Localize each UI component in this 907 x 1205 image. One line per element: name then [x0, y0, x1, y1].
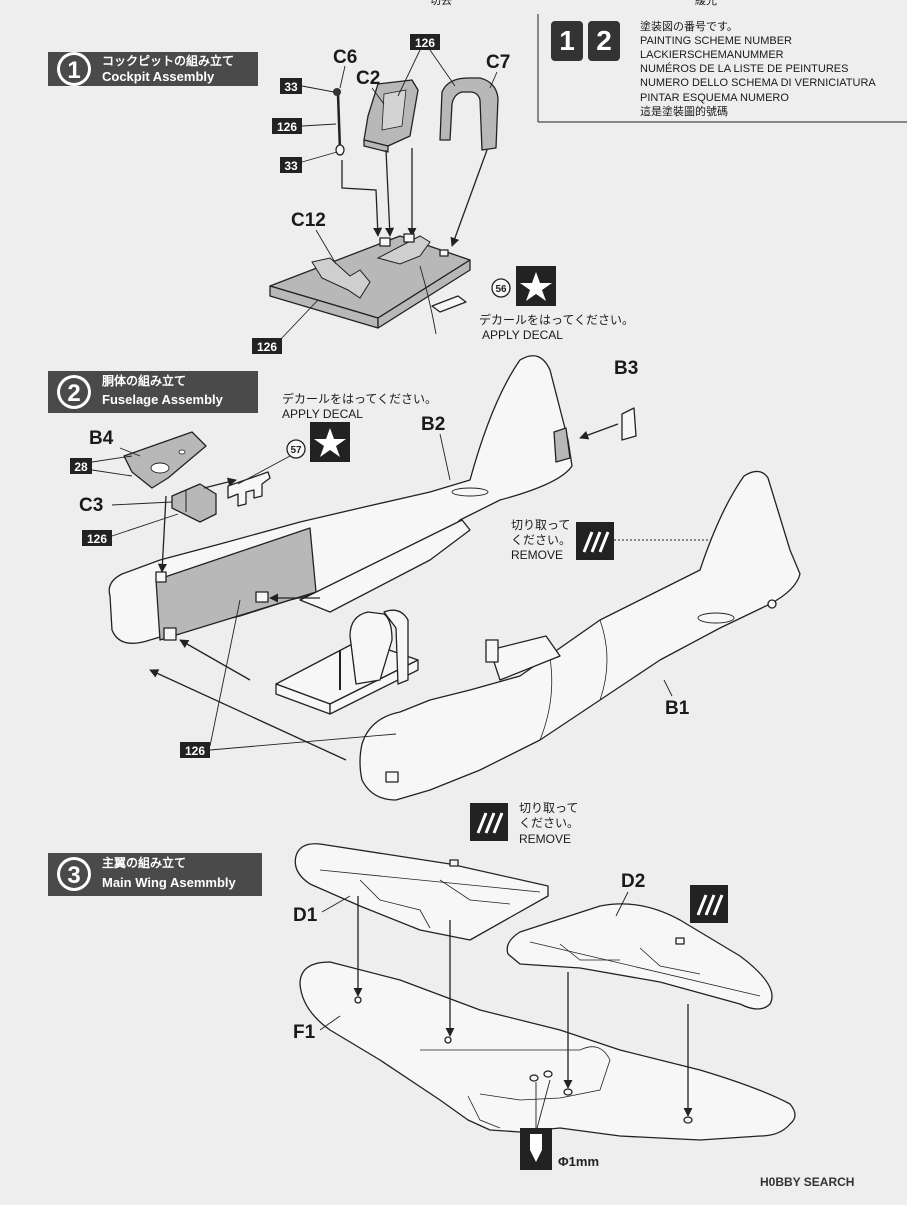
apply-decal-ja-1: デカールをはってください。 [479, 312, 634, 327]
legend-line-fr: NUMÉROS DE LA LISTE DE PEINTURES [640, 62, 848, 75]
step-1-diagram: C6 33 126 33 C2 C7 126 [252, 34, 634, 354]
top-fragment-right: 緩光 [695, 0, 717, 7]
legend-line-en: PAINTING SCHEME NUMBER [640, 35, 792, 47]
remove-en-2: REMOVE [519, 832, 571, 846]
part-c7-armor [439, 77, 499, 151]
part-label-c3: C3 [79, 495, 103, 516]
part-d1-wing-left [294, 843, 549, 941]
remove-ja-b-2: ください。 [519, 816, 579, 830]
decal-56-number: 56 [495, 284, 507, 295]
paint-chip-33-top: 33 [284, 80, 298, 94]
top-fragment-left: 切去 [430, 0, 452, 7]
part-b1-fuselage-right [359, 470, 801, 801]
legend-line-it: NUMERO DELLO SCHEMA DI VERNICIATURA [640, 77, 876, 89]
paint-chip-126-c3: 126 [87, 532, 107, 546]
part-b2-fuselage-left [108, 355, 573, 644]
legend-line-es: PINTAR ESQUEMA NUMERO [640, 92, 789, 104]
part-c6-lever [333, 88, 345, 156]
part-label-b4: B4 [89, 428, 114, 449]
part-label-b1: B1 [665, 698, 690, 719]
step-3-number: 3 [67, 862, 80, 889]
part-label-f1: F1 [293, 1022, 316, 1043]
scheme-1-icon: 1 [559, 25, 575, 56]
remove-en-1: REMOVE [511, 548, 563, 562]
step-1-title-ja: コックピットの組み立て [102, 53, 234, 68]
step-2-title-ja: 胴体の組み立て [102, 373, 186, 388]
part-c3-bracket [171, 483, 217, 523]
paint-chip-126-lever: 126 [277, 120, 297, 134]
step-3-diagram: 切り取って ください。 REMOVE D1 D2 [293, 801, 796, 1170]
remove-ja-a-2: 切り取って [519, 801, 578, 815]
part-b3-rudder-tab [621, 407, 637, 441]
part-label-c6: C6 [333, 47, 357, 68]
step-2-number: 2 [67, 380, 80, 407]
paint-chip-33-bottom: 33 [284, 159, 298, 173]
legend-line-ja: 塗装図の番号です。 [640, 19, 738, 33]
watermark: H0BBY SEARCH [760, 1175, 854, 1189]
step-2-diagram: デカールをはってください。 APPLY DECAL 57 B4 28 C3 12… [70, 355, 801, 801]
apply-decal-ja-2: デカールをはってください。 [282, 391, 437, 406]
part-label-c7: C7 [486, 52, 510, 73]
legend-line-zh: 這是塗裝圖的號碼 [640, 104, 728, 118]
step-1-number: 1 [67, 57, 80, 84]
part-b4-panel [123, 431, 207, 489]
drill-size: Φ1mm [558, 1154, 599, 1169]
part-f1-wing-lower [299, 961, 796, 1141]
part-label-d2: D2 [621, 871, 645, 892]
step-1-title-en: Cockpit Assembly [102, 69, 215, 84]
paint-chip-126-fuselage: 126 [185, 744, 205, 758]
part-d2-wing-right [506, 903, 773, 1010]
part-label-b2: B2 [421, 414, 445, 435]
legend-line-de: LACKIERSCHEMANUMMER [640, 49, 784, 61]
part-label-b3: B3 [614, 358, 638, 379]
step-2-title-en: Fuselage Assembly [102, 392, 224, 407]
part-label-d1: D1 [293, 905, 318, 926]
step-1-banner: 1 コックピットの組み立て Cockpit Assembly [48, 52, 258, 86]
step-2-banner: 2 胴体の組み立て Fuselage Assembly [48, 371, 258, 413]
part-label-c12: C12 [291, 210, 326, 231]
part-c12-floor [269, 233, 471, 329]
cockpit-subassembly [275, 609, 419, 715]
decal-57-number: 57 [290, 445, 302, 456]
step-3-title-en: Main Wing Asemmbly [102, 875, 237, 890]
step-3-banner: 3 主翼の組み立て Main Wing Asemmbly [48, 853, 262, 896]
part-label-c2: C2 [356, 68, 380, 89]
paint-chip-126-floor: 126 [257, 340, 277, 354]
paint-chip-126-seat: 126 [415, 36, 435, 50]
paint-chip-28: 28 [74, 460, 88, 474]
scheme-2-icon: 2 [596, 25, 612, 56]
remove-ja-b-1: ください。 [511, 533, 571, 547]
apply-decal-en-1: APPLY DECAL [482, 328, 563, 342]
part-c2-seat [363, 79, 419, 153]
remove-ja-a-1: 切り取って [511, 518, 570, 532]
step-3-title-ja: 主翼の組み立て [102, 855, 186, 870]
apply-decal-en-2: APPLY DECAL [282, 407, 363, 421]
painting-scheme-legend: 1 2 塗装図の番号です。 PAINTING SCHEME NUMBER LAC… [537, 14, 907, 123]
